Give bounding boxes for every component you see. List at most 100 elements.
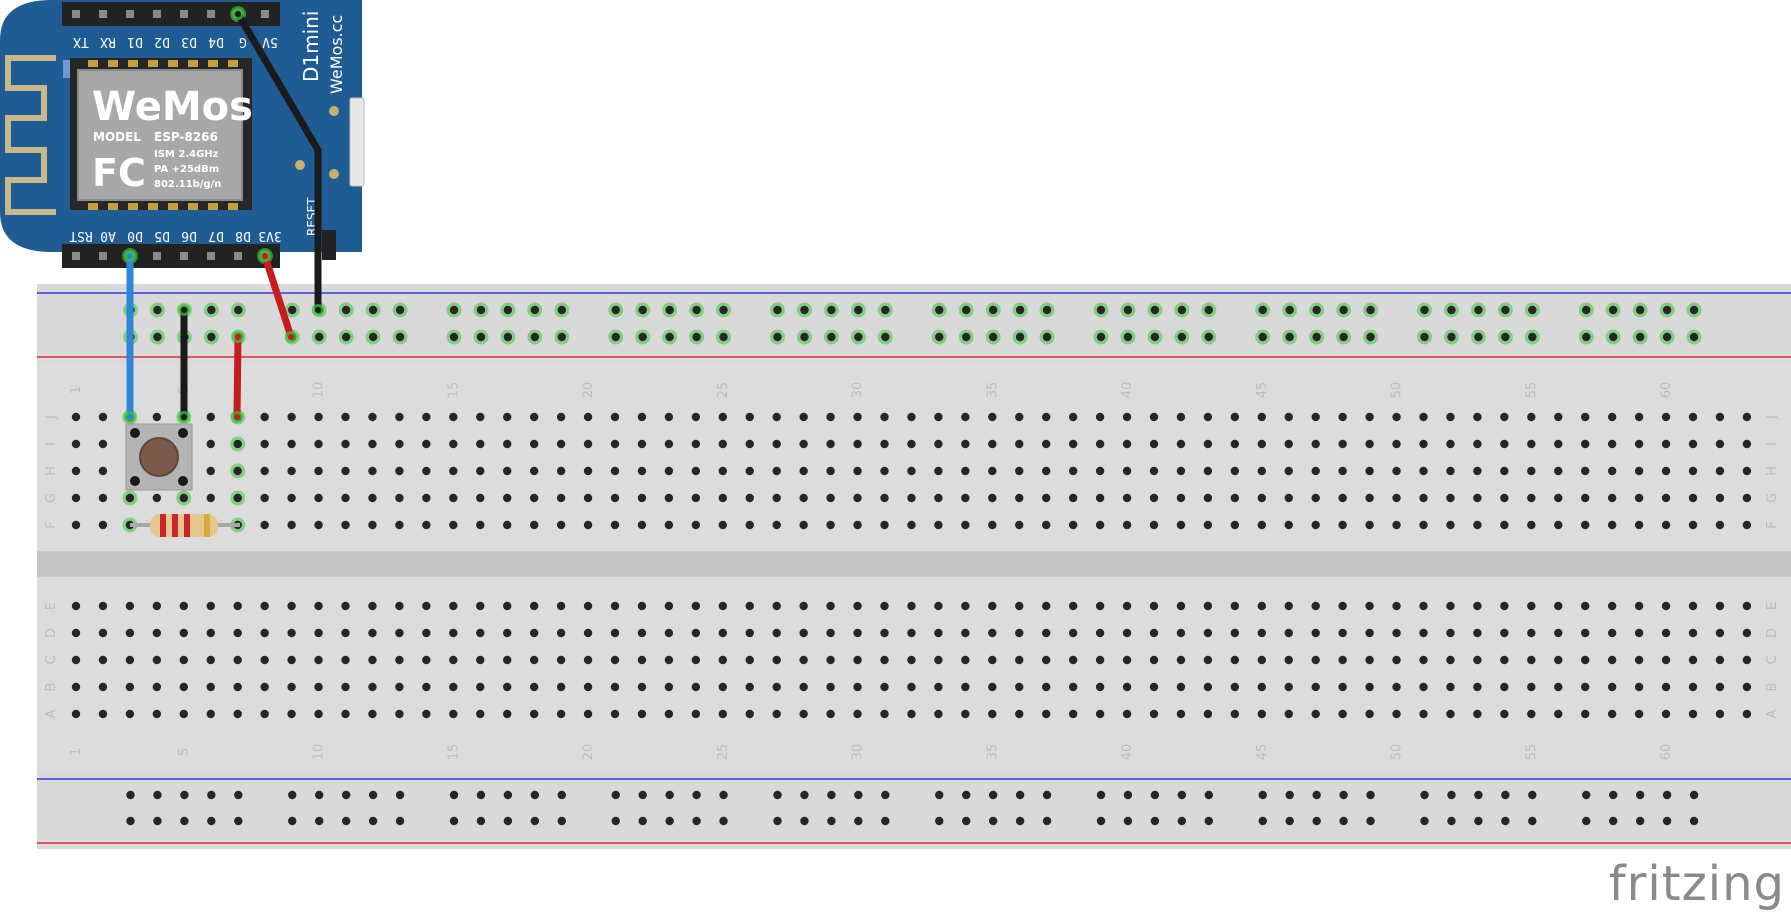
hole-I14[interactable] (422, 439, 431, 449)
hole-B45[interactable] (1257, 682, 1267, 692)
wire-red-3v3[interactable] (261, 252, 295, 341)
bottom-rail-hole-1-39[interactable] (1339, 790, 1348, 800)
hole-J44[interactable] (1230, 412, 1240, 422)
hole-B27[interactable] (772, 682, 781, 692)
hole-E37[interactable] (1042, 601, 1051, 611)
hole-I7[interactable] (233, 439, 242, 449)
hole-B16[interactable] (476, 682, 485, 692)
hole-F36[interactable] (1015, 520, 1024, 530)
hole-F58[interactable] (1607, 520, 1617, 530)
hole-J50[interactable] (1392, 412, 1401, 422)
hole-G37[interactable] (1042, 493, 1051, 503)
hole-D8[interactable] (260, 628, 269, 638)
hole-B38[interactable] (1068, 682, 1078, 692)
hole-E34[interactable] (961, 601, 970, 611)
hole-G21[interactable] (610, 493, 620, 503)
hole-C13[interactable] (395, 655, 404, 665)
pin-A0[interactable] (99, 252, 107, 260)
hole-E47[interactable] (1311, 601, 1320, 611)
hole-H32[interactable] (907, 466, 916, 476)
hole-J45[interactable] (1257, 412, 1267, 422)
hole-G38[interactable] (1068, 493, 1078, 503)
bottom-rail-hole-1-23[interactable] (827, 790, 836, 800)
hole-E46[interactable] (1284, 601, 1293, 611)
hole-E55[interactable] (1527, 601, 1536, 611)
top-rail-hole-2-2[interactable] (153, 332, 162, 342)
top-rail-hole-1-42[interactable] (1447, 305, 1456, 315)
top-rail-hole-2-28[interactable] (988, 332, 998, 342)
hole-H18[interactable] (529, 466, 539, 476)
hole-H42[interactable] (1176, 466, 1186, 476)
hole-I18[interactable] (529, 439, 539, 449)
hole-H27[interactable] (772, 466, 781, 476)
hole-E60[interactable] (1661, 601, 1671, 611)
hole-J4[interactable] (152, 412, 162, 422)
hole-A8[interactable] (260, 709, 269, 719)
hole-B40[interactable] (1122, 682, 1132, 692)
bottom-rail-hole-1-22[interactable] (800, 790, 809, 800)
hole-D41[interactable] (1149, 628, 1159, 638)
hole-G63[interactable] (1742, 493, 1752, 503)
hole-E23[interactable] (664, 601, 674, 611)
hole-J12[interactable] (368, 412, 377, 422)
hole-F47[interactable] (1311, 520, 1320, 530)
hole-G30[interactable] (853, 493, 862, 503)
hole-C6[interactable] (206, 655, 215, 665)
bottom-rail-hole-2-8[interactable] (341, 816, 351, 826)
hole-F42[interactable] (1176, 520, 1186, 530)
top-rail-hole-1-35[interactable] (1204, 305, 1214, 315)
bottom-rail-hole-1-29[interactable] (1015, 790, 1025, 800)
hole-E15[interactable] (449, 601, 458, 611)
hole-I46[interactable] (1284, 439, 1293, 449)
hole-E62[interactable] (1715, 601, 1725, 611)
hole-B55[interactable] (1527, 682, 1536, 692)
hole-B22[interactable] (637, 682, 647, 692)
top-rail-hole-1-45[interactable] (1528, 305, 1537, 315)
hole-I41[interactable] (1149, 439, 1159, 449)
bottom-rail-hole-1-26[interactable] (935, 790, 944, 800)
bottom-rail-hole-2-37[interactable] (1285, 816, 1294, 826)
hole-H50[interactable] (1392, 466, 1401, 476)
hole-E63[interactable] (1742, 601, 1752, 611)
bottom-rail-hole-2-19[interactable] (692, 816, 701, 826)
hole-D43[interactable] (1203, 628, 1213, 638)
hole-H23[interactable] (664, 466, 674, 476)
hole-H54[interactable] (1500, 466, 1509, 476)
hole-G23[interactable] (664, 493, 674, 503)
hole-B21[interactable] (610, 682, 620, 692)
hole-C56[interactable] (1554, 655, 1563, 665)
bottom-rail-hole-2-2[interactable] (153, 816, 162, 826)
hole-F45[interactable] (1257, 520, 1267, 530)
hole-B61[interactable] (1688, 682, 1698, 692)
hole-F28[interactable] (799, 520, 808, 530)
top-rail-hole-2-50[interactable] (1689, 332, 1699, 342)
top-rail-hole-2-12[interactable] (476, 332, 486, 342)
hole-H58[interactable] (1607, 466, 1617, 476)
hole-B53[interactable] (1473, 682, 1482, 692)
top-rail-hole-2-43[interactable] (1474, 332, 1483, 342)
bottom-rail-hole-1-31[interactable] (1096, 790, 1106, 800)
hole-A2[interactable] (98, 709, 108, 719)
bottom-rail-hole-2-27[interactable] (962, 816, 971, 826)
hole-D20[interactable] (583, 628, 593, 638)
hole-A36[interactable] (1015, 709, 1024, 719)
top-rail-hole-1-14[interactable] (530, 305, 540, 315)
hole-F21[interactable] (610, 520, 620, 530)
hole-J43[interactable] (1203, 412, 1213, 422)
hole-A4[interactable] (152, 709, 162, 719)
hole-G31[interactable] (880, 493, 889, 503)
hole-B63[interactable] (1742, 682, 1752, 692)
hole-G18[interactable] (529, 493, 539, 503)
hole-B54[interactable] (1500, 682, 1509, 692)
hole-I55[interactable] (1527, 439, 1536, 449)
pin-D7[interactable] (207, 252, 215, 260)
hole-C22[interactable] (637, 655, 647, 665)
bottom-rail-hole-1-6[interactable] (288, 790, 297, 800)
hole-D54[interactable] (1500, 628, 1509, 638)
top-rail-hole-1-48[interactable] (1635, 305, 1645, 315)
bottom-rail-hole-1-43[interactable] (1474, 790, 1483, 800)
bottom-rail-hole-1-37[interactable] (1285, 790, 1294, 800)
hole-G59[interactable] (1634, 493, 1644, 503)
hole-F35[interactable] (988, 520, 997, 530)
hole-I11[interactable] (341, 439, 350, 449)
